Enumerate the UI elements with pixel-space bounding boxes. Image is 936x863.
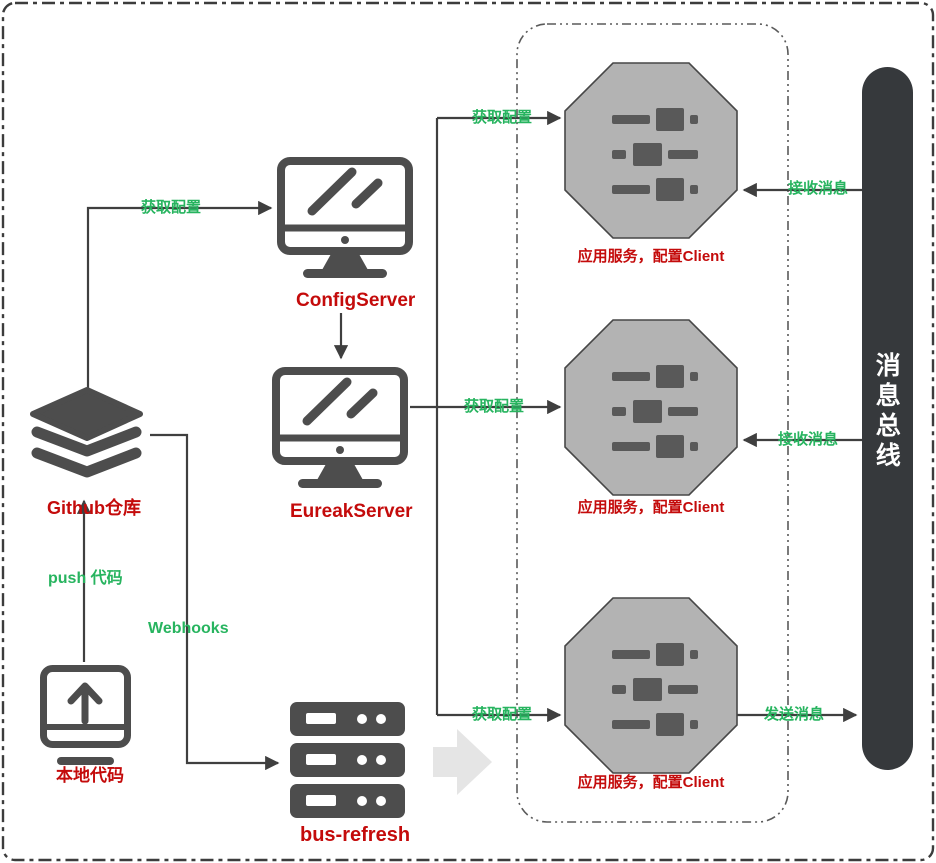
github-repo-label: Github仓库 <box>47 498 141 518</box>
github-repo-stack-icon <box>30 387 143 478</box>
edge-label-fetch-config-bottom: 获取配置 <box>472 706 533 723</box>
app-client-sliders-icon-middle <box>564 319 738 496</box>
message-bus-label: 消息总线 <box>872 352 901 472</box>
edge-github-to-configserver <box>86 200 273 428</box>
edge-label-fetch-config-middle: 获取配置 <box>464 398 525 415</box>
edge-label-fetch-config-top: 获取配置 <box>472 109 533 126</box>
app-client-sliders-icon-bottom <box>564 597 738 774</box>
message-bus-bar <box>862 67 913 770</box>
app-client-label-bottom: 应用服务，配置Client <box>577 774 725 791</box>
eureak-server-monitor-icon <box>276 371 404 488</box>
app-client-sliders-icon-top <box>564 62 738 239</box>
edge-label-webhooks: Webhooks <box>148 620 229 637</box>
config-server-label: ConfigServer <box>296 290 416 311</box>
local-code-upload-icon <box>40 665 131 765</box>
client-group-dashed-container <box>516 23 789 823</box>
edge-label-fetch-config-github: 获取配置 <box>141 199 202 216</box>
edge-label-receive-message-middle: 接收消息 <box>778 431 839 448</box>
eureak-server-label: EureakServer <box>290 501 413 522</box>
edge-label-receive-message-top: 接收消息 <box>788 180 849 197</box>
local-code-label: 本地代码 <box>56 766 124 785</box>
bus-refresh-server-rack-icon <box>290 702 405 818</box>
edge-webhooks <box>150 433 280 771</box>
gray-chevron-arrow-icon <box>433 729 492 795</box>
config-server-monitor-icon <box>281 161 409 278</box>
app-client-label-middle: 应用服务，配置Client <box>577 499 725 516</box>
bus-refresh-label: bus-refresh <box>300 824 411 846</box>
app-client-label-top: 应用服务，配置Client <box>577 248 725 265</box>
edge-label-send-message-bottom: 发送消息 <box>764 706 825 723</box>
edge-label-push-code: push 代码 <box>48 570 123 587</box>
